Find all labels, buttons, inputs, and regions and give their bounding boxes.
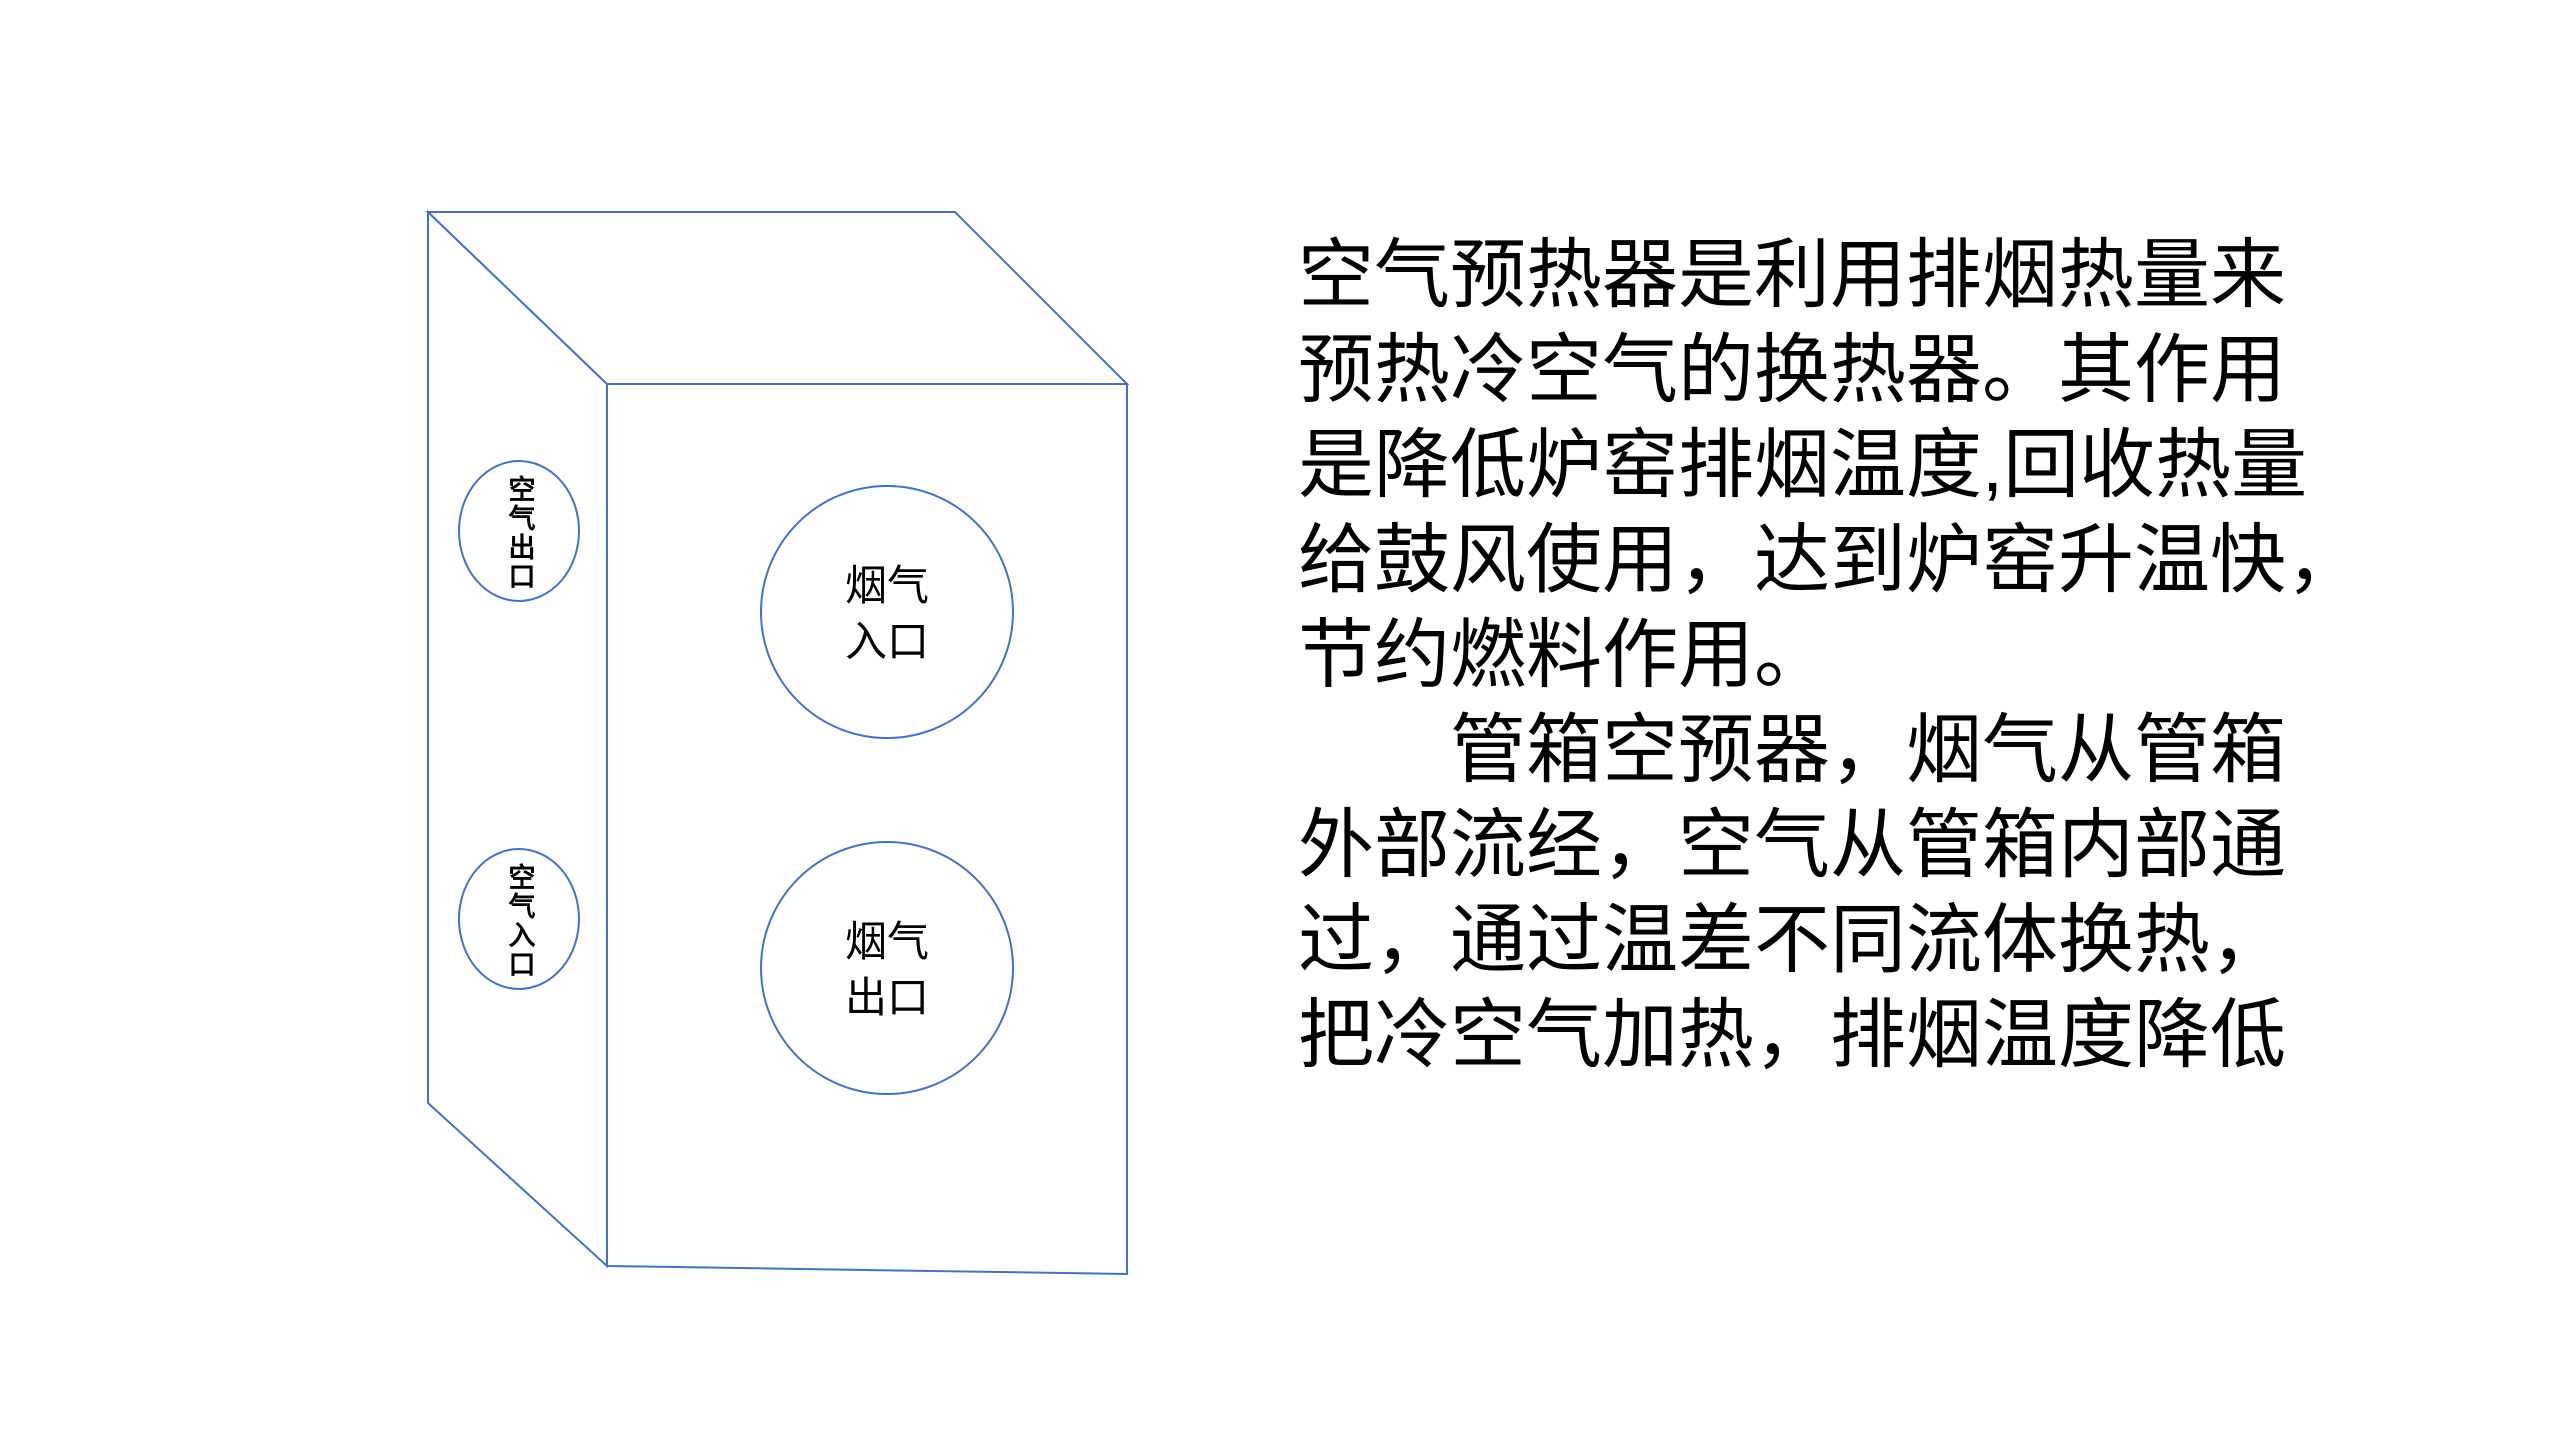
description-line: 是降低炉窑排烟温度,回收热量 [1298, 423, 2308, 508]
air-inlet-label: 空气入口 [504, 863, 535, 979]
flue-gas-outlet-label-line2: 出口 [845, 974, 929, 1021]
description-text-block: 空气预热器是利用排烟热量来 预热冷空气的换热器。其作用 是降低炉窑排烟温度,回收… [1298, 228, 2478, 1083]
flue-gas-inlet-port [760, 485, 1014, 739]
description-line: 预热冷空气的换热器。其作用 [1298, 328, 2286, 413]
description-line: 空气预热器是利用排烟热量来 [1298, 233, 2286, 318]
description-line: 节约燃料作用。 [1298, 613, 1830, 698]
flue-gas-inlet-label-line2: 入口 [845, 618, 929, 665]
description-line: 把冷空气加热，排烟温度降低 [1298, 993, 2286, 1078]
flue-gas-outlet-label-line1: 烟气 [845, 918, 929, 965]
box-left-face [427, 209, 608, 1269]
description-line: 管箱空预器，烟气从管箱 [1298, 708, 2286, 793]
description-line: 过，通过温差不同流体换热， [1298, 898, 2286, 983]
air-outlet-label: 空气出口 [504, 475, 535, 591]
description-line: 外部流经，空气从管箱内部通 [1298, 803, 2286, 888]
description-line: 给鼓风使用，达到炉窑升温快， [1298, 518, 2362, 603]
flue-gas-outlet-port [760, 841, 1014, 1095]
air-outlet-port [458, 460, 580, 602]
flue-gas-inlet-label-line1: 烟气 [845, 562, 929, 609]
air-inlet-port [458, 848, 580, 990]
